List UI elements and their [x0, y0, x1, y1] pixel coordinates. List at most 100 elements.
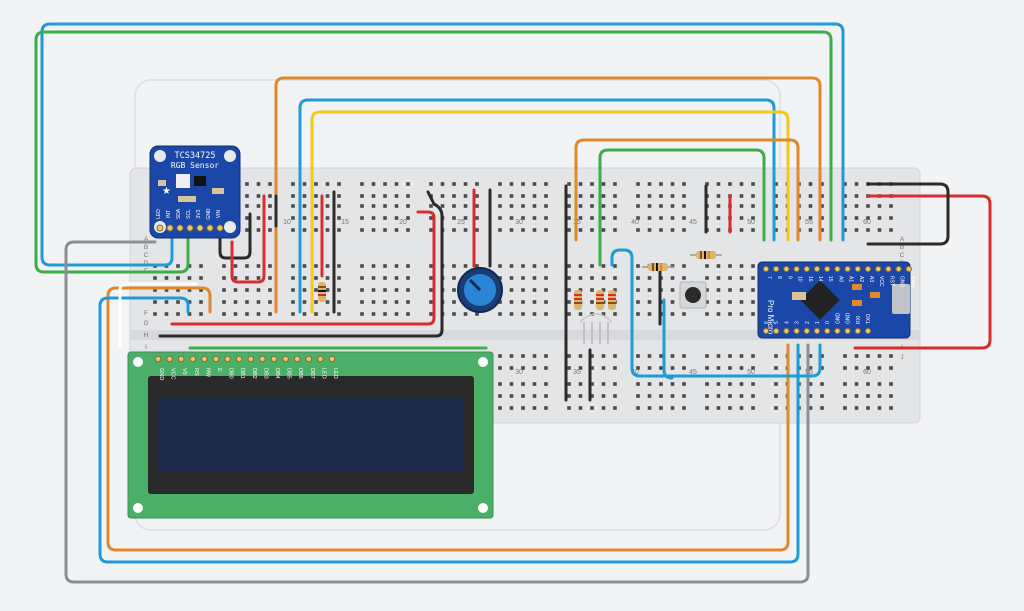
pro-micro-pin-label: RST [888, 276, 894, 286]
breadboard-hole [164, 276, 169, 280]
breadboard-hole [728, 312, 732, 316]
column-number-top: 55 [805, 219, 813, 226]
breadboard-hole [659, 366, 663, 370]
breadboard-hole [498, 366, 502, 370]
lcd-pin-label: DB4 [274, 368, 280, 379]
breadboard-hole [739, 382, 744, 386]
breadboard-hole [498, 312, 502, 316]
pro-micro-pin-label: A1 [848, 276, 854, 282]
breadboard-hole [659, 182, 663, 186]
resistor-group [318, 251, 722, 310]
breadboard-hole [383, 276, 387, 280]
pro-micro-pin-label: 2 [805, 321, 811, 324]
pro-micro-pin [793, 327, 800, 335]
breadboard-hole [314, 288, 318, 292]
breadboard-hole [463, 264, 468, 268]
wire-red-sensor [230, 194, 266, 284]
breadboard-hole [647, 194, 652, 198]
mount-hole [478, 503, 488, 513]
breadboard-hole [337, 216, 341, 220]
breadboard-hole [774, 194, 778, 198]
breadboard-hole [716, 204, 721, 208]
breadboard-hole [199, 264, 203, 268]
lcd-pin-label: DB7 [309, 368, 315, 379]
pro-micro-pin-label: 9 [786, 276, 792, 279]
pro-micro-pin-label: GND [846, 313, 852, 325]
pro-micro-pin [813, 265, 821, 273]
pro-micro-pin-label: TXO [866, 314, 872, 324]
breadboard-hole [590, 366, 594, 370]
potentiometer-icon[interactable] [457, 267, 503, 313]
breadboard-hole [670, 204, 675, 208]
breadboard-hole [291, 264, 295, 268]
pro-micro-pin-label: 0 [825, 321, 831, 324]
breadboard-hole [406, 194, 410, 198]
breadboard-hole [716, 288, 721, 292]
row-label-left: B [144, 244, 148, 251]
pro-micro-pin [773, 265, 780, 273]
breadboard-hole [739, 276, 744, 280]
breadboard-hole [739, 182, 744, 186]
breadboard-hole [601, 216, 606, 220]
breadboard-hole [394, 216, 399, 220]
breadboard-hole [360, 300, 364, 304]
breadboard-hole [222, 300, 226, 304]
pro-micro-pin [834, 327, 841, 335]
breadboard-hole [590, 300, 594, 304]
wire-white-lcd [118, 282, 198, 347]
breadboard-hole [774, 354, 778, 358]
breadboard-hole [636, 228, 640, 232]
breadboard-hole [601, 276, 606, 280]
breadboard-hole [325, 228, 330, 232]
breadboard-hole [682, 354, 686, 358]
breadboard-hole [256, 312, 261, 316]
breadboard-hole [532, 216, 537, 220]
breadboard-hole [245, 288, 249, 292]
breadboard-hole [325, 300, 330, 304]
push-button-icon[interactable] [679, 281, 707, 309]
breadboard-hole [509, 312, 514, 316]
sensor-chip [176, 174, 190, 188]
resistor-icon [574, 290, 582, 310]
breadboard-hole [567, 382, 571, 386]
breadboard-hole [682, 264, 686, 268]
breadboard-hole [854, 366, 859, 370]
breadboard-hole [716, 366, 721, 370]
breadboard-hole [670, 276, 675, 280]
breadboard-hole [728, 394, 732, 398]
breadboard-hole [601, 312, 606, 316]
button-cap [685, 287, 701, 303]
breadboard-hole [325, 288, 330, 292]
breadboard-hole [475, 312, 479, 316]
breadboard-hole [463, 182, 468, 186]
column-number-bottom: 30 [515, 369, 523, 376]
breadboard-hole [682, 228, 686, 232]
lcd-pin [154, 355, 162, 363]
breadboard-hole [406, 300, 410, 304]
breadboard-hole [751, 276, 755, 280]
breadboard-hole [314, 204, 318, 208]
breadboard-hole [716, 182, 721, 186]
breadboard-hole [176, 276, 180, 280]
lcd-pin-label: E [216, 368, 222, 372]
breadboard-hole [371, 194, 376, 198]
breadboard-hole [808, 394, 813, 398]
row-label-left: F [144, 310, 148, 317]
breadboard-hole [682, 204, 686, 208]
pro-micro-pin-label: 15 [827, 276, 833, 282]
breadboard-hole [463, 228, 468, 232]
breadboard-hole [360, 204, 364, 208]
wire-yellow-upper [310, 110, 790, 314]
breadboard-hole [843, 204, 847, 208]
breadboard-hole [670, 288, 675, 292]
breadboard-hole [843, 182, 847, 186]
breadboard-hole [670, 354, 675, 358]
breadboard-hole [452, 204, 456, 208]
breadboard-hole [854, 406, 859, 410]
mount-hole [224, 150, 236, 162]
breadboard-hole [670, 228, 675, 232]
breadboard-hole [544, 264, 548, 268]
